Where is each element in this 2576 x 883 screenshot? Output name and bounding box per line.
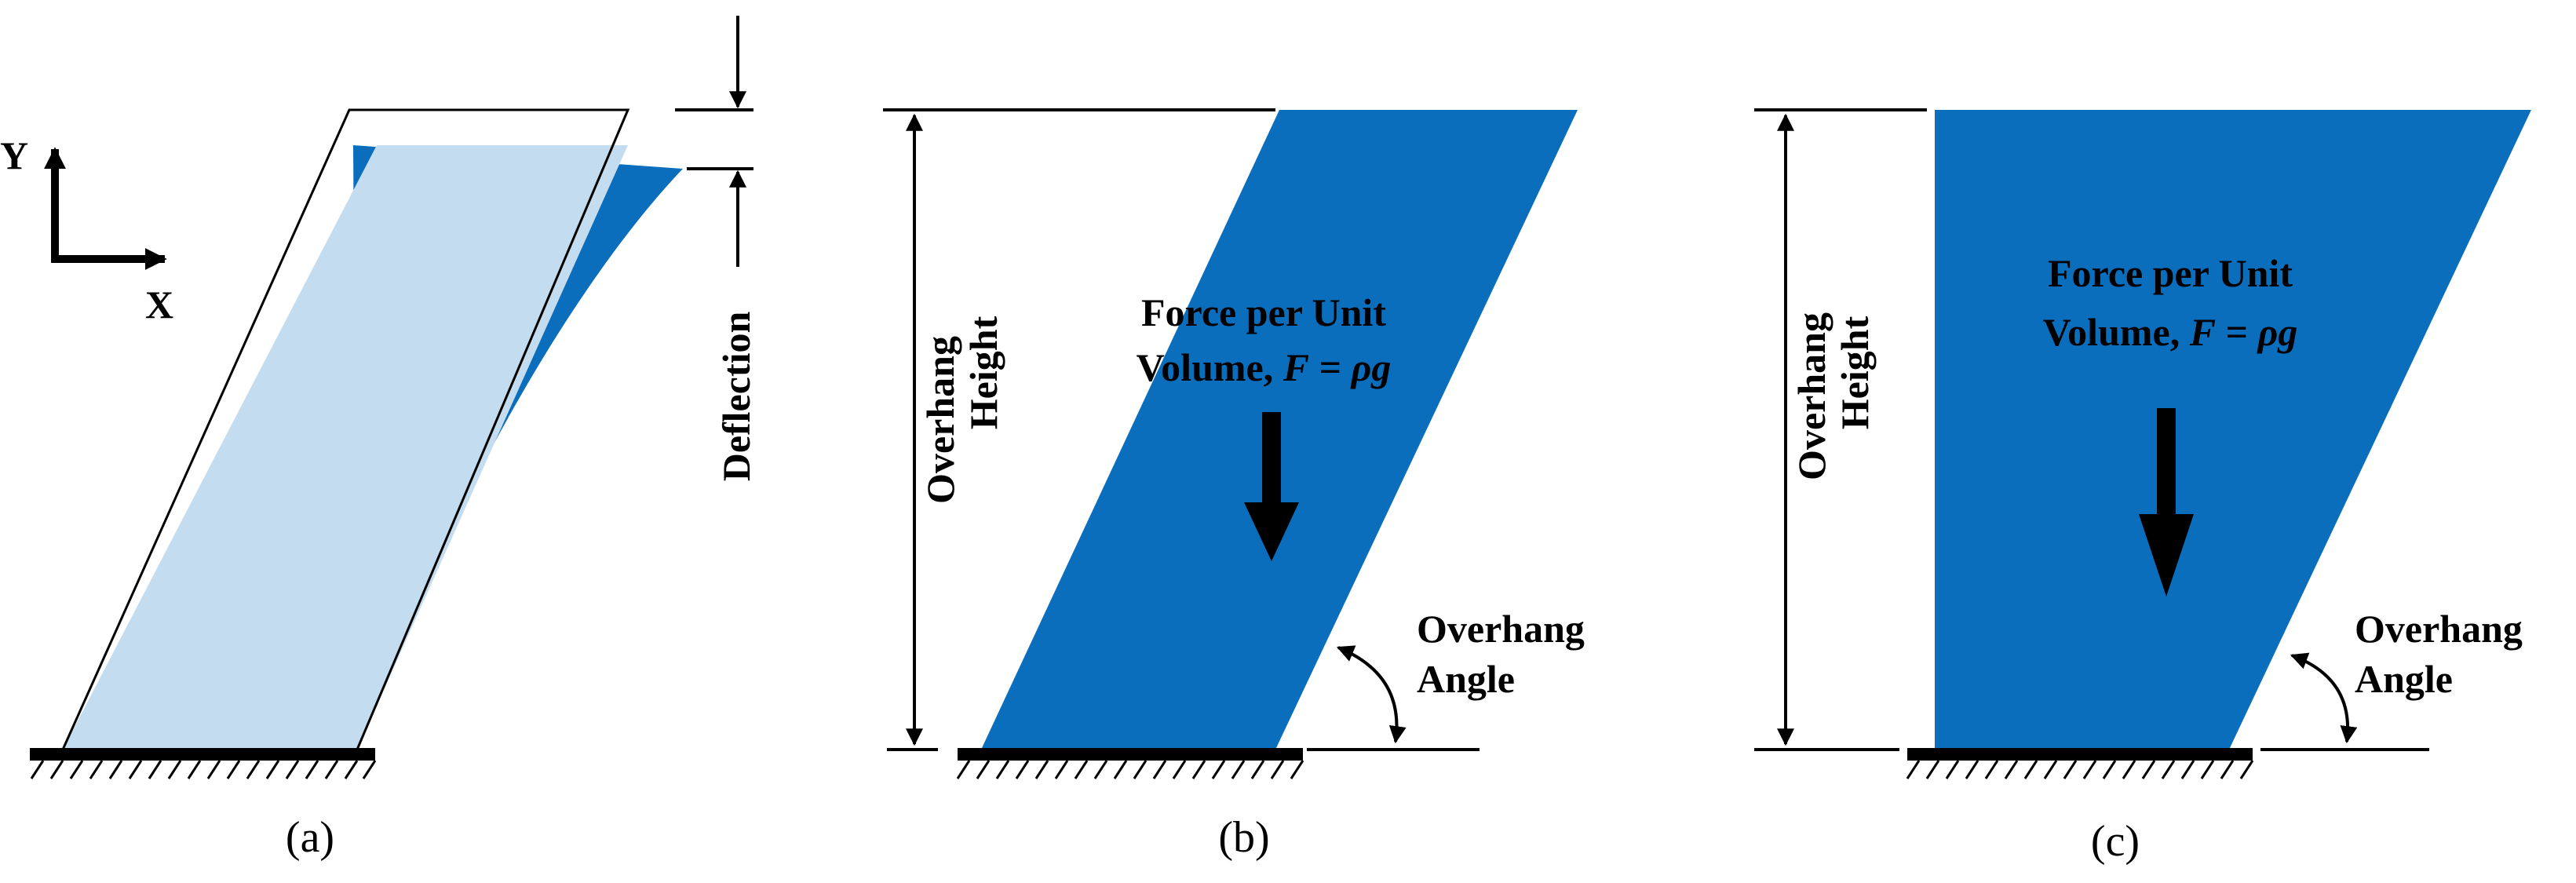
angle-label-c-1: Overhang bbox=[2355, 607, 2523, 651]
force-symbol-c: F bbox=[2189, 310, 2216, 354]
base-plate-a bbox=[30, 748, 375, 761]
original-overhang-fill bbox=[63, 145, 628, 750]
force-rho-c: ρ bbox=[2257, 310, 2279, 354]
force-label-b-2: Volume, F = ρg bbox=[1137, 345, 1392, 389]
hatching-a bbox=[30, 760, 377, 779]
force-equals-c: = bbox=[2216, 310, 2258, 354]
y-axis-label: Y bbox=[0, 133, 28, 177]
deflection-dimension: Deflection bbox=[675, 16, 758, 481]
force-label-c-1: Force per Unit bbox=[2048, 251, 2293, 295]
height-label-b-1: Overhang bbox=[918, 336, 962, 504]
panel-a: Y X Deflection (a) bbox=[0, 16, 758, 862]
overhang-shape-c bbox=[1935, 110, 2531, 750]
force-label-c-2-prefix: Volume, bbox=[2043, 310, 2190, 354]
angle-label-b-1: Overhang bbox=[1417, 607, 1585, 651]
caption-b: (b) bbox=[1218, 813, 1269, 862]
base-plate-c bbox=[1907, 748, 2253, 761]
force-symbol-b: F bbox=[1283, 345, 1309, 389]
force-label-c-2: Volume, F = ρg bbox=[2043, 310, 2298, 354]
gravity-arrow-c bbox=[2139, 408, 2194, 597]
force-equals-b: = bbox=[1309, 345, 1352, 389]
angle-label-b-2: Angle bbox=[1417, 657, 1515, 701]
force-label-b-1: Force per Unit bbox=[1141, 290, 1386, 334]
caption-a: (a) bbox=[286, 813, 334, 862]
angle-label-c-2: Angle bbox=[2355, 657, 2453, 701]
angle-arc-b bbox=[1336, 645, 1407, 744]
panel-c: Overhang Height Force per Unit Volume, F… bbox=[1754, 108, 2531, 866]
hatching-c bbox=[1906, 760, 2254, 779]
deflection-label: Deflection bbox=[714, 312, 758, 482]
caption-c: (c) bbox=[2091, 817, 2140, 866]
panel-b: Overhang Height Force per Unit Volume, F… bbox=[883, 108, 1585, 862]
x-axis-label: X bbox=[145, 283, 173, 327]
force-rho-b: ρ bbox=[1350, 345, 1372, 389]
hatching-b bbox=[956, 760, 1304, 779]
axes-indicator: Y X bbox=[0, 133, 173, 327]
base-plate-b bbox=[958, 748, 1303, 761]
angle-arc-c bbox=[2290, 652, 2358, 744]
height-label-c-1: Overhang bbox=[1790, 312, 1833, 480]
force-g-c: g bbox=[2277, 310, 2297, 354]
height-label-c-2: Height bbox=[1833, 316, 1877, 429]
force-label-b-2-prefix: Volume, bbox=[1137, 345, 1283, 389]
gravity-arrow-b bbox=[1244, 412, 1299, 561]
height-label-b-2: Height bbox=[961, 316, 1005, 429]
force-g-b: g bbox=[1370, 345, 1391, 389]
